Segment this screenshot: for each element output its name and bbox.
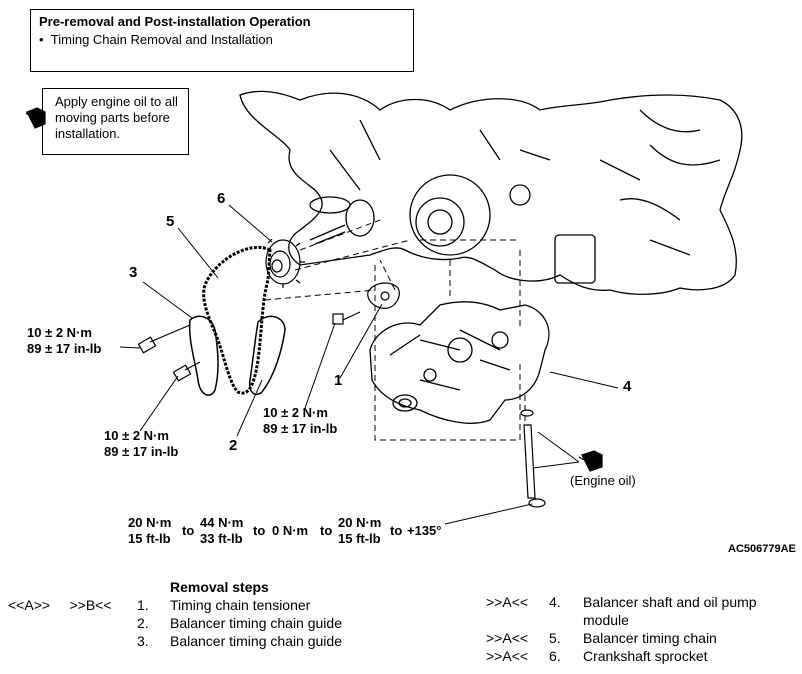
tensioner-bolt: [332, 311, 361, 325]
removal-left-text-3: Balancer timing chain guide: [170, 633, 342, 649]
torque-center: 10 ± 2 N·m 89 ± 17 in-lb: [263, 405, 337, 437]
removal-right-num-6: 6.: [549, 648, 561, 664]
seq1-nm: 20 N·m: [128, 515, 172, 530]
callout-1: 1: [334, 372, 343, 389]
torque-upper-left-nm: 10 ± 2 N·m: [27, 325, 92, 340]
header-item-text: Timing Chain Removal and Installation: [50, 32, 273, 47]
removal-left-num-1: 1.: [137, 597, 149, 613]
engine-block: [239, 90, 743, 295]
oil-note-box: Apply engine oil to all moving parts bef…: [42, 88, 189, 155]
torque-lower-left-nm: 10 ± 2 N·m: [104, 428, 169, 443]
removal-right-text-6: Crankshaft sprocket: [583, 648, 708, 664]
seq2-ftlb: 33 ft-lb: [200, 531, 243, 546]
removal-right-marks-5: >>A<<: [486, 630, 529, 646]
leader-lines: [119, 204, 619, 525]
timing-chain-guide-3: [188, 315, 219, 396]
removal-right-text-4b: module: [583, 612, 629, 628]
sequence-to-1: to: [182, 523, 195, 538]
torque-center-nm: 10 ± 2 N·m: [263, 405, 328, 420]
guide-bolt-lower: [172, 361, 201, 382]
guide-bolt-upper: [137, 324, 191, 354]
header-title: Pre-removal and Post-installation Operat…: [39, 14, 311, 29]
sequence-step-4: 20 N·m 15 ft-lb: [338, 515, 381, 547]
removal-right-text-5: Balancer timing chain: [583, 630, 717, 646]
alignment-lines: [264, 219, 526, 441]
header-box: Pre-removal and Post-installation Operat…: [30, 9, 414, 72]
removal-left-text-2: Balancer timing chain guide: [170, 615, 342, 631]
sequence-step-3: 0 N·m: [272, 523, 309, 538]
figure-id: AC506779AE: [728, 543, 796, 555]
seq4-nm: 20 N·m: [338, 515, 382, 530]
torque-lower-left-inlb: 89 ± 17 in-lb: [104, 444, 179, 459]
callout-4: 4: [623, 378, 632, 395]
torque-upper-left-inlb: 89 ± 17 in-lb: [27, 341, 102, 356]
sequence-step-1: 20 N·m 15 ft-lb: [128, 515, 171, 547]
balancer-shaft-oil-pump-module: [369, 301, 550, 424]
removal-right-text-4: Balancer shaft and oil pump: [583, 594, 757, 610]
oil-note-text: Apply engine oil to all moving parts bef…: [55, 94, 178, 141]
removal-right-marks-4: >>A<<: [486, 594, 529, 610]
timing-chain-guide-2: [248, 315, 286, 396]
timing-chain-tensioner: [367, 282, 400, 309]
torque-center-inlb: 89 ± 17 in-lb: [263, 421, 338, 436]
seq4-ftlb: 15 ft-lb: [338, 531, 381, 546]
torque-lower-left: 10 ± 2 N·m 89 ± 17 in-lb: [104, 428, 178, 460]
removal-right-marks-6: >>A<<: [486, 648, 529, 664]
engine-oil-icon: [578, 450, 603, 472]
sequence-step-5: +135°: [407, 523, 442, 538]
crankshaft-sprocket: [265, 238, 305, 288]
callout-2: 2: [229, 437, 238, 454]
header-item: • Timing Chain Removal and Installation: [39, 32, 273, 47]
removal-left-text-1: Timing chain tensioner: [170, 597, 311, 613]
seq1-ftlb: 15 ft-lb: [128, 531, 171, 546]
sequence-to-2: to: [253, 523, 266, 538]
removal-left-marks-1: <<A>> >>B<<: [8, 597, 112, 613]
torque-upper-left: 10 ± 2 N·m 89 ± 17 in-lb: [27, 325, 101, 357]
callout-6: 6: [217, 190, 226, 207]
removal-title: Removal steps: [170, 579, 269, 595]
callout-3: 3: [129, 264, 138, 281]
callout-5: 5: [166, 213, 175, 230]
removal-right-num-4: 4.: [549, 594, 561, 610]
engine-oil-label: (Engine oil): [570, 473, 636, 488]
removal-left-num-3: 3.: [137, 633, 149, 649]
module-long-bolt: [520, 409, 546, 508]
sequence-to-4: to: [390, 523, 403, 538]
oil-can-icon: [25, 107, 46, 129]
sequence-step-2: 44 N·m 33 ft-lb: [200, 515, 243, 547]
sequence-to-3: to: [320, 523, 333, 538]
seq2-nm: 44 N·m: [200, 515, 244, 530]
removal-left-num-2: 2.: [137, 615, 149, 631]
removal-right-num-5: 5.: [549, 630, 561, 646]
